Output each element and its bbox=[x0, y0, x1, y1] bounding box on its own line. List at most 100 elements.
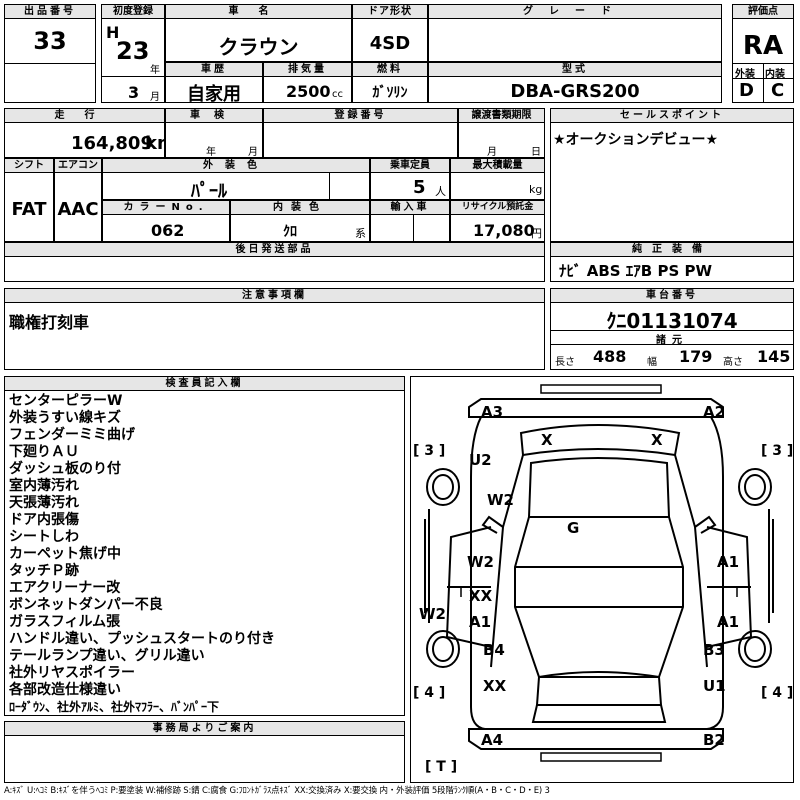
fuel-box: 燃料 ｶﾞｿﾘﾝ bbox=[352, 62, 428, 103]
door-box: ドア形状 4SD bbox=[352, 4, 428, 62]
mark-b2: B2 bbox=[703, 731, 725, 749]
model-box: 型式 DBA-GRS200 bbox=[428, 62, 722, 103]
recycle-label: リサイクル預託金 bbox=[451, 201, 544, 215]
color-no-label: カラーNo. bbox=[103, 201, 229, 215]
chassis-label: 車台番号 bbox=[551, 289, 793, 303]
import-label: 輸入車 bbox=[371, 201, 449, 215]
score: RA bbox=[742, 31, 784, 61]
mark-a4: A4 bbox=[481, 731, 503, 749]
mark-xx-rear: XX bbox=[483, 677, 507, 695]
legend-footer: A:ｷｽﾞ U:ﾍｺﾐ B:ｷｽﾞを伴うﾍｺﾐ P:要塗装 W:補修跡 S:錆 … bbox=[4, 786, 550, 796]
int-color-box: 内装色 ｸﾛ 系 bbox=[230, 200, 370, 242]
regno-box: 登録番号 bbox=[263, 108, 458, 158]
mark-w2-mid: W2 bbox=[467, 553, 494, 571]
mark-g: G bbox=[567, 519, 579, 537]
ac-box: エアコン AAC bbox=[54, 158, 102, 242]
trunk-mark: [ T ] bbox=[425, 759, 457, 775]
model-code: DBA-GRS200 bbox=[510, 81, 640, 102]
load-label: 最大積載量 bbox=[451, 159, 544, 173]
width-label: 幅 bbox=[647, 357, 657, 368]
ac-label: エアコン bbox=[55, 159, 101, 173]
defect-item: 各部改造仕様違い bbox=[9, 682, 121, 698]
inspection-label: 車検 bbox=[166, 109, 262, 123]
mark-a1-right: A1 bbox=[717, 553, 739, 571]
defect-item: ﾛｰﾀﾞｳﾝ、社外ｱﾙﾐ、社外ﾏﾌﾗｰ、ﾊﾞﾝﾊﾟｰ下 bbox=[9, 700, 220, 714]
mark-a2: A2 bbox=[703, 403, 725, 421]
tire-fl: [ 3 ] bbox=[413, 443, 445, 459]
defect-item: 室内薄汚れ bbox=[9, 478, 79, 494]
defect-item: ハンドル違い、プッシュスタートのり付き bbox=[9, 631, 275, 647]
color-label: 外装色 bbox=[103, 159, 369, 173]
mark-u1: U1 bbox=[703, 677, 726, 695]
defect-item: フェンダーミミ曲げ bbox=[9, 427, 135, 443]
fuel-label: 燃料 bbox=[353, 63, 427, 77]
sales-point-label: セールスポイント bbox=[551, 109, 793, 123]
disp-label: 排気量 bbox=[264, 63, 351, 77]
load-box: 最大積載量 kg bbox=[450, 158, 545, 200]
mileage: 164,809 bbox=[71, 133, 153, 154]
dims-label: 諸元 bbox=[656, 335, 688, 346]
tire-rr: [ 4 ] bbox=[761, 685, 793, 701]
defect-item: 外装うすい線キズ bbox=[9, 410, 121, 426]
defect-item: ガラスフィルム張 bbox=[9, 614, 121, 630]
defect-item: 社外リヤスポイラー bbox=[9, 665, 135, 681]
int-grade: C bbox=[771, 80, 785, 101]
defect-item: テールランプ違い、グリル違い bbox=[9, 648, 205, 664]
color-no: 062 bbox=[151, 221, 185, 240]
month-unit: 月 bbox=[150, 92, 160, 103]
model-label: 型式 bbox=[429, 63, 721, 77]
recycle-fee: 17,080 bbox=[473, 221, 535, 240]
length-label: 長さ bbox=[555, 357, 575, 368]
equipment: ﾅﾋﾞ ABS ｴｱB PS PW bbox=[559, 262, 713, 280]
height: 145 bbox=[757, 347, 791, 366]
fuel: ｶﾞｿﾘﾝ bbox=[372, 85, 408, 101]
int-color: ｸﾛ bbox=[283, 224, 297, 240]
defect-item: ドア内張傷 bbox=[9, 512, 79, 528]
car-name-box: 車名 クラウン bbox=[165, 4, 352, 62]
lot-box: 出品番号 33 bbox=[4, 4, 96, 103]
recycle-unit: 円 bbox=[531, 227, 542, 240]
door-type: 4SD bbox=[369, 33, 411, 54]
transfer-month-unit: 月 bbox=[487, 147, 497, 158]
transfer-day-unit: 日 bbox=[531, 147, 541, 158]
damage-marks: A3 A2 X X U2 W2 G W2 A1 XX A1 A1 B4 B3 X… bbox=[419, 403, 739, 749]
first-reg-box: 初度登録 H 23 年 3 月 bbox=[101, 4, 165, 103]
grade-label: グレード bbox=[429, 5, 721, 19]
tire-fr: [ 3 ] bbox=[761, 443, 793, 459]
first-reg-year: 23 bbox=[116, 37, 150, 65]
mark-w2-upper: W2 bbox=[487, 491, 514, 509]
door-label: ドア形状 bbox=[353, 5, 427, 19]
mark-u2: U2 bbox=[469, 451, 492, 469]
defect-item: タッチＰ跡 bbox=[9, 563, 79, 579]
exterior-color: ﾊﾟｰﾙ bbox=[191, 181, 227, 202]
office-label: 事務局よりご案内 bbox=[5, 722, 404, 736]
mark-b4: B4 bbox=[483, 641, 505, 659]
transfer-label: 譲渡書類期限 bbox=[459, 109, 544, 123]
disp-unit: cc bbox=[332, 89, 343, 100]
recycle-box: リサイクル預託金 17,080 円 bbox=[450, 200, 545, 242]
length: 488 bbox=[593, 347, 627, 366]
year-unit: 年 bbox=[150, 65, 160, 76]
history-box: 車歴 自家用 bbox=[165, 62, 263, 105]
car-diagram-box: A3 A2 X X U2 W2 G W2 A1 XX A1 A1 B4 B3 X… bbox=[410, 376, 794, 783]
equip-label: 純正装備 bbox=[551, 243, 793, 257]
mark-b3: B3 bbox=[703, 641, 725, 659]
mark-w2-side: W2 bbox=[419, 605, 446, 623]
insp-year-unit: 年 bbox=[206, 147, 216, 158]
height-label: 高さ bbox=[723, 357, 743, 368]
tire-rl: [ 4 ] bbox=[413, 685, 445, 701]
mileage-box: 走行 164,809 km bbox=[4, 108, 176, 158]
era: H bbox=[106, 23, 120, 42]
int-color-label: 内装色 bbox=[231, 201, 369, 215]
mark-a3: A3 bbox=[481, 403, 503, 421]
chassis-number: ｸﾆ01131074 bbox=[606, 309, 738, 333]
tire-boxes: [ 3 ] [ 3 ] [ 4 ] [ 4 ] [ T ] bbox=[413, 443, 793, 775]
car-diagram: A3 A2 X X U2 W2 G W2 A1 XX A1 A1 B4 B3 X… bbox=[413, 384, 793, 775]
transfer-box: 譲渡書類期限 月 日 bbox=[458, 108, 545, 158]
shift: FAT bbox=[11, 199, 47, 220]
later-parts-box: 後日発送部品 bbox=[4, 242, 545, 282]
first-reg-month: 3 bbox=[128, 83, 140, 102]
grade-box: グレード bbox=[428, 4, 722, 62]
later-parts-label: 後日発送部品 bbox=[5, 243, 544, 257]
lot-label: 出品番号 bbox=[5, 5, 95, 19]
